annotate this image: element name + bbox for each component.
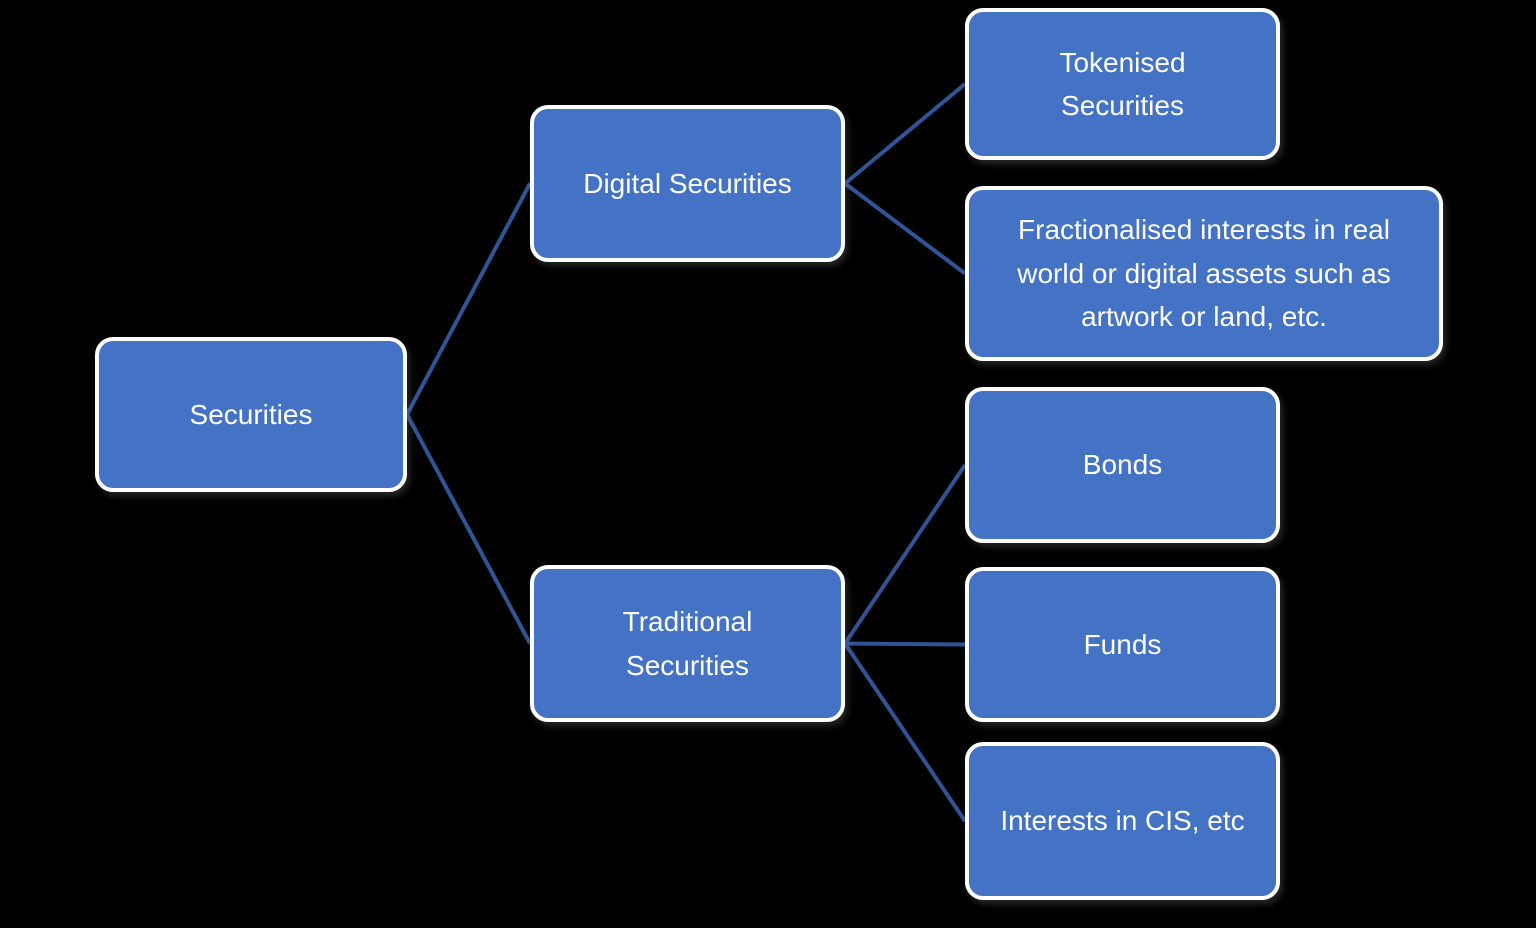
node-traditional-securities: Traditional Securities — [530, 565, 845, 722]
node-bonds: Bonds — [965, 387, 1280, 543]
node-funds-label: Funds — [1083, 628, 1162, 660]
connector-securities-to-digital — [405, 182, 532, 416]
connector-securities-to-traditional — [405, 413, 532, 645]
node-securities: Securities — [95, 337, 407, 492]
node-securities-label: Securities — [189, 398, 313, 430]
connector-digital-to-fractionalised — [843, 181, 967, 276]
node-bonds-label: Bonds — [1082, 449, 1163, 481]
node-fractionalised-interests: Fractionalised interests in real world o… — [965, 186, 1443, 361]
connector-digital-to-tokenised — [843, 82, 967, 186]
node-interests-in-cis: Interests in CIS, etc — [965, 742, 1280, 900]
connector-traditional-to-interests — [843, 642, 967, 823]
node-fractionalised-interests-label: Fractionalised interests in real world o… — [1017, 214, 1391, 333]
node-tokenised-securities: Tokenised Securities — [965, 8, 1280, 160]
node-traditional-securities-label: Traditional Securities — [622, 606, 753, 681]
connector-traditional-to-bonds — [843, 463, 967, 645]
node-tokenised-securities-label: Tokenised Securities — [1059, 46, 1186, 121]
connector-traditional-to-funds — [844, 641, 966, 647]
node-digital-securities-label: Digital Securities — [583, 167, 792, 199]
node-interests-in-cis-label: Interests in CIS, etc — [1000, 805, 1245, 837]
node-funds: Funds — [965, 567, 1280, 722]
node-digital-securities: Digital Securities — [530, 105, 845, 262]
